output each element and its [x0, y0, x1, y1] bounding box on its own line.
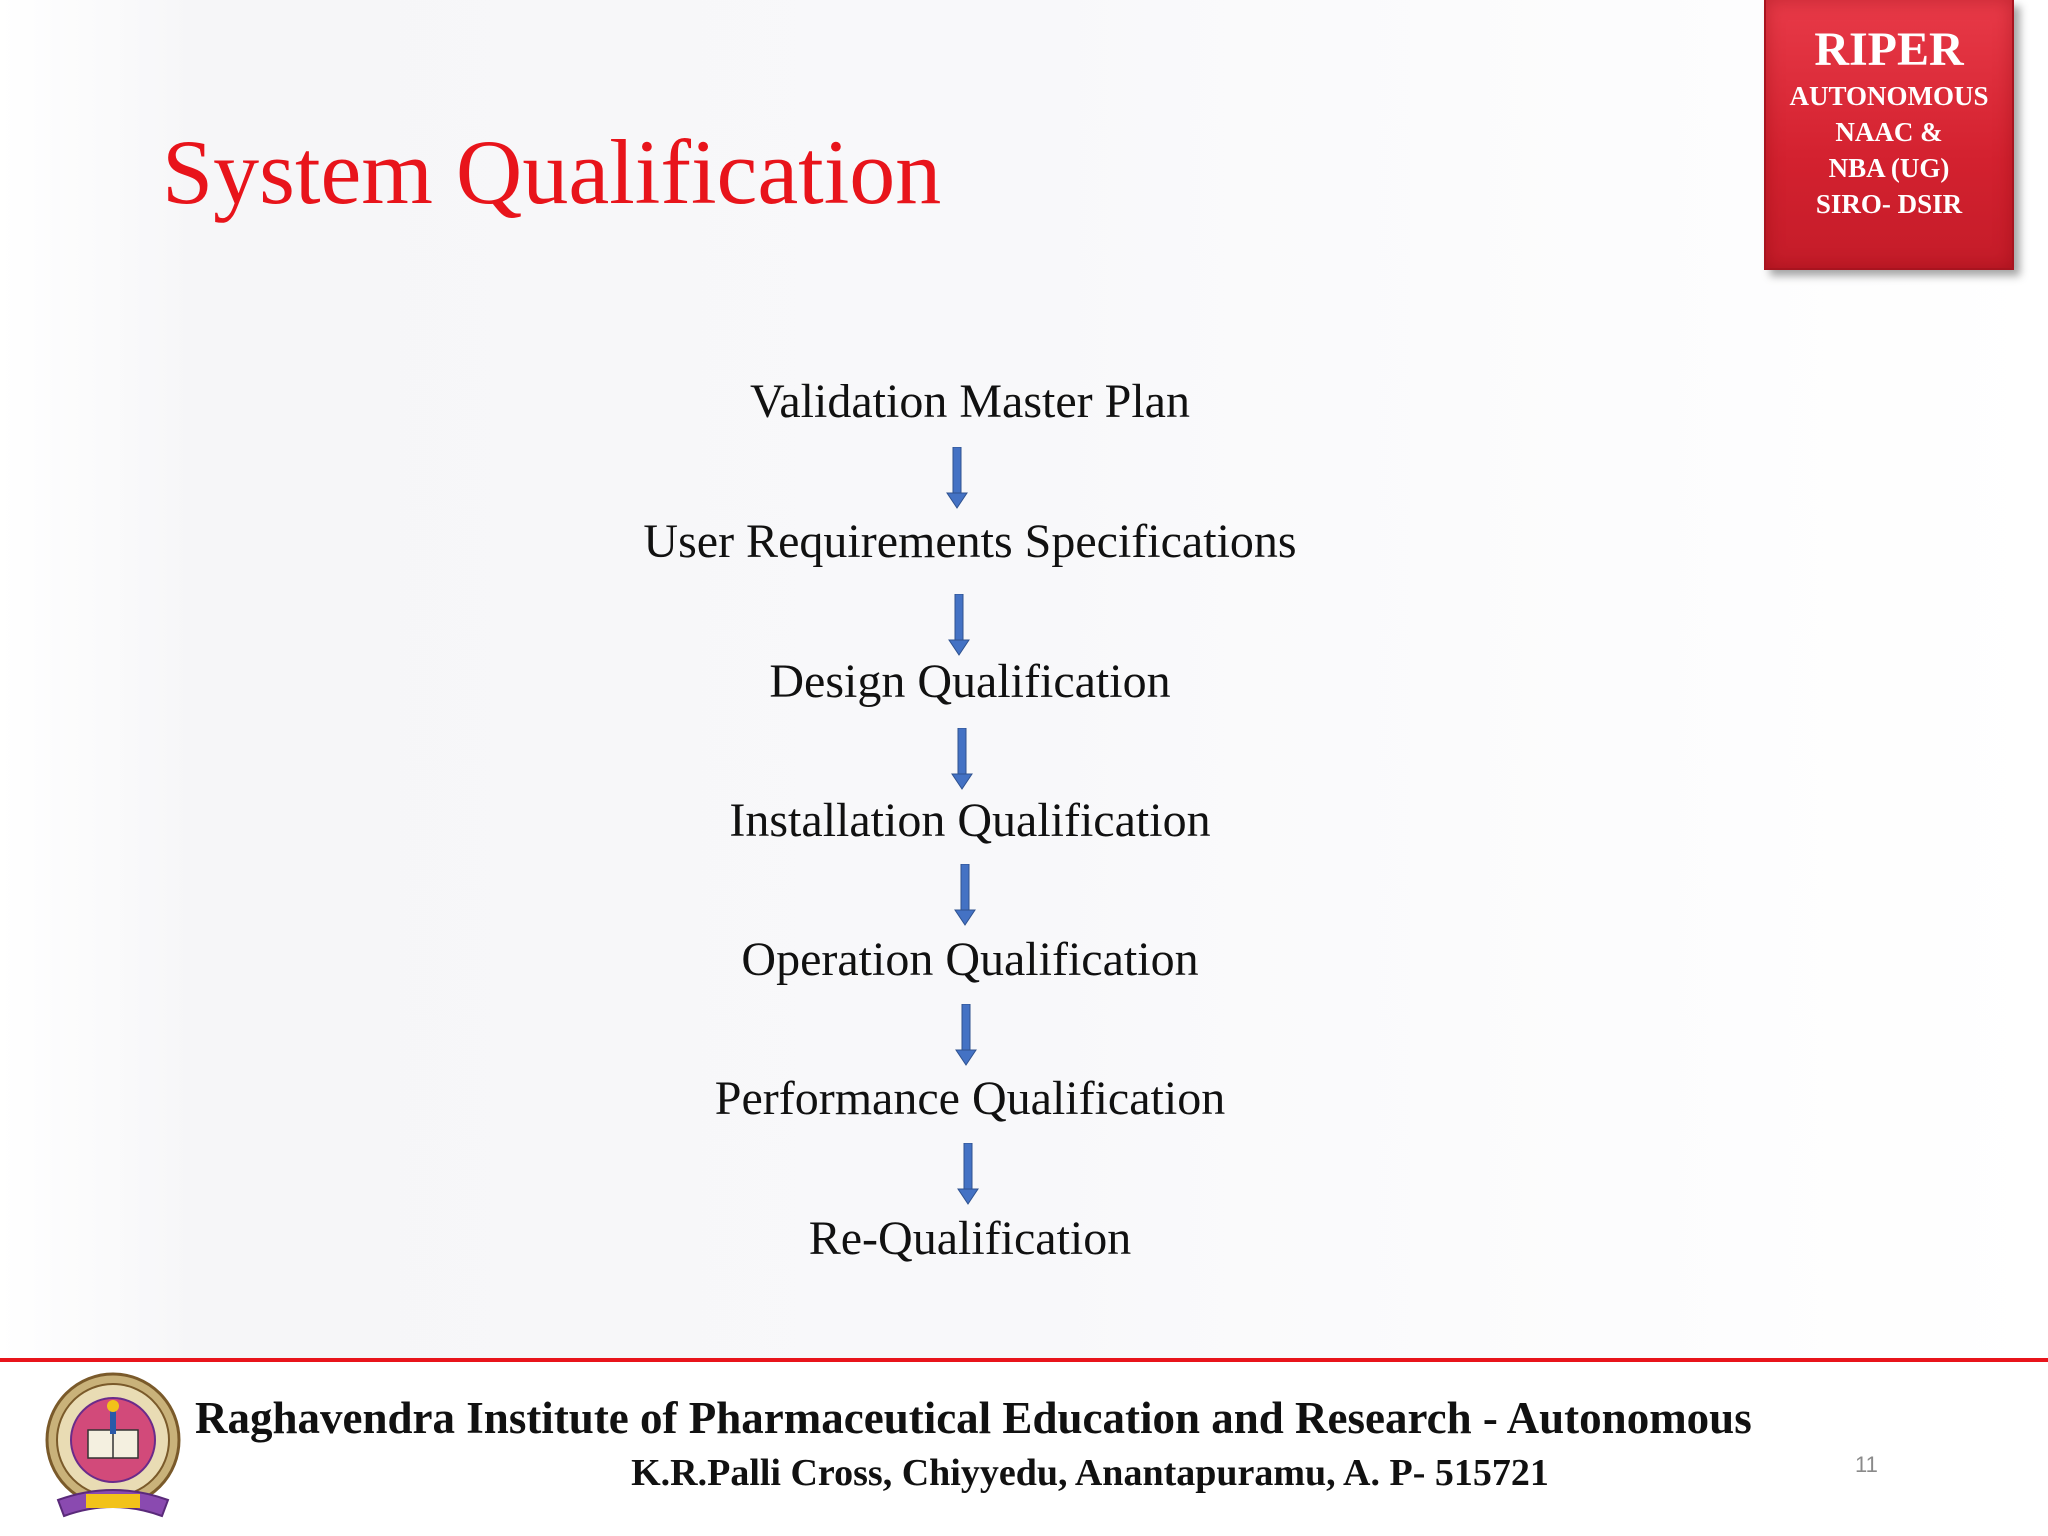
- down-arrow-icon: [954, 864, 976, 926]
- badge-autonomous: AUTONOMOUS: [1789, 81, 1989, 111]
- down-arrow-icon: [957, 1143, 979, 1205]
- flow-step-installation-qualification: Installation Qualification: [729, 794, 1211, 847]
- institute-address: K.R.Palli Cross, Chiyyedu, Anantapuramu,…: [631, 1452, 1549, 1494]
- footer: [0, 1362, 2048, 1536]
- flow-step-operation-qualification: Operation Qualification: [741, 933, 1199, 986]
- down-arrow-icon: [948, 594, 970, 656]
- flow-step-validation-master-plan: Validation Master Plan: [750, 375, 1190, 428]
- down-arrow-icon: [951, 728, 973, 790]
- down-arrow-icon: [946, 447, 968, 509]
- institute-name: Raghavendra Institute of Pharmaceutical …: [195, 1393, 1752, 1443]
- footer-divider: [0, 1358, 2048, 1362]
- flow-step-re-qualification: Re-Qualification: [808, 1212, 1132, 1265]
- badge-naac: NAAC &: [1835, 117, 1943, 147]
- badge-riper: RIPER: [1814, 23, 1964, 76]
- qualification-flowchart: Validation Master Plan User Requirements…: [643, 375, 1297, 1265]
- flow-step-user-requirements: User Requirements Specifications: [643, 515, 1297, 568]
- flow-step-performance-qualification: Performance Qualification: [714, 1072, 1226, 1125]
- flow-step-design-qualification: Design Qualification: [769, 655, 1171, 708]
- badge-siro: SIRO- DSIR: [1815, 189, 1963, 219]
- down-arrow-icon: [955, 1004, 977, 1066]
- institute-seal-logo: [45, 1372, 181, 1518]
- badge-nba: NBA (UG): [1828, 153, 1950, 183]
- page-number: 11: [1855, 1452, 1878, 1477]
- accreditation-badge: RIPER AUTONOMOUS NAAC & NBA (UG) SIRO- D…: [1764, 0, 2014, 270]
- slide-title: System Qualification: [162, 121, 942, 223]
